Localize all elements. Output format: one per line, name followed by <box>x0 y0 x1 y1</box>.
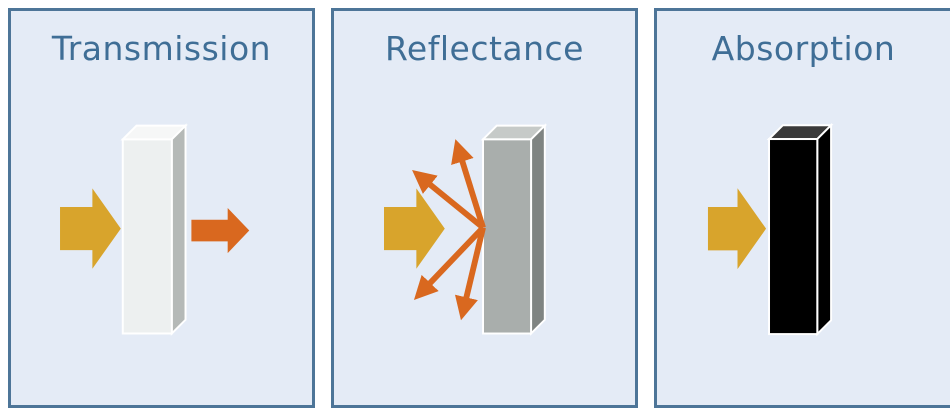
block-side-face <box>531 126 545 334</box>
incoming-arrow <box>384 188 445 268</box>
reflectance-diagram <box>334 11 635 405</box>
block-side-face <box>817 125 831 334</box>
transmitted-arrow <box>191 208 249 253</box>
transmission-panel: Transmission <box>8 8 315 408</box>
incoming-arrow <box>708 188 766 269</box>
absorption-block <box>769 125 831 334</box>
transmission-diagram <box>11 11 312 405</box>
reflectance-block <box>483 126 545 334</box>
block-front-face <box>123 139 172 333</box>
absorption-diagram <box>657 11 950 405</box>
block-front-face <box>769 139 817 334</box>
incoming-arrow <box>60 188 121 268</box>
transmission-block <box>123 126 186 334</box>
block-front-face <box>483 139 531 333</box>
reflectance-panel: Reflectance <box>331 8 638 408</box>
absorption-panel: Absorption <box>654 8 950 408</box>
block-side-face <box>172 126 186 334</box>
